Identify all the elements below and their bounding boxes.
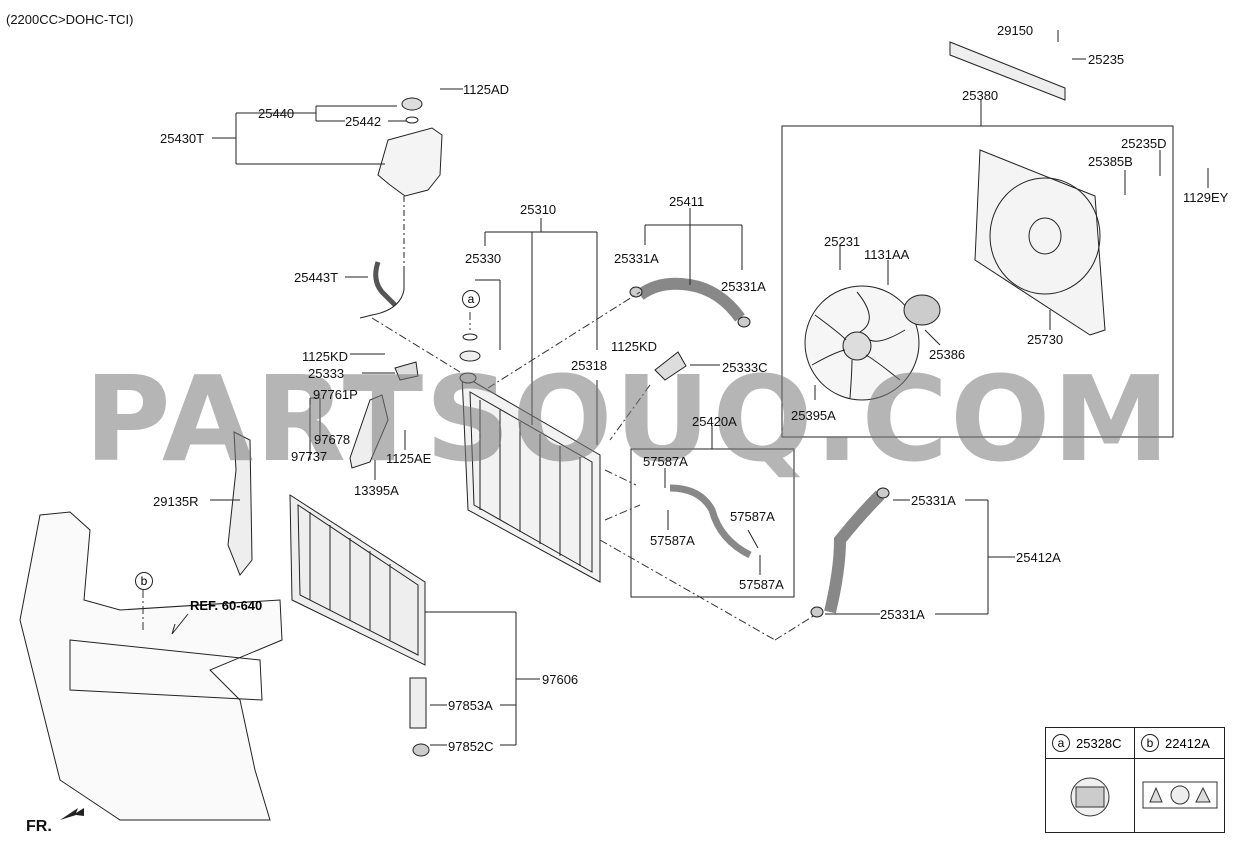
reference-label[interactable]: REF. 60-640 <box>190 598 263 613</box>
part-label-25443T[interactable]: 25443T <box>294 270 339 285</box>
part-label-97606[interactable]: 97606 <box>542 672 579 687</box>
legend-cell-a: a 25328C <box>1046 728 1135 759</box>
receiver-drier <box>409 677 427 729</box>
part-label-29135R[interactable]: 29135R <box>153 494 199 509</box>
part-label-25331A-upper-right[interactable]: 25331A <box>721 279 766 294</box>
legend-artwork <box>1070 777 1218 817</box>
callout-a[interactable]: a <box>462 290 480 308</box>
part-label-25235[interactable]: 25235 <box>1088 52 1125 67</box>
side-air-guard <box>227 431 253 576</box>
part-label-57587A-top[interactable]: 57587A <box>643 454 688 469</box>
part-label-97737[interactable]: 97737 <box>291 449 328 464</box>
part-label-25395A[interactable]: 25395A <box>791 408 836 423</box>
front-arrow-icon <box>60 808 84 820</box>
part-label-25430T[interactable]: 25430T <box>160 131 205 146</box>
legend-table: a 25328C b 22412A <box>1045 727 1225 833</box>
part-label-25333[interactable]: 25333 <box>308 366 345 381</box>
part-label-25310[interactable]: 25310 <box>520 202 557 217</box>
part-label-97678[interactable]: 97678 <box>314 432 351 447</box>
legend-a-letter: a <box>1052 734 1070 752</box>
part-label-1125AD[interactable]: 1125AD <box>463 82 510 97</box>
part-label-25730[interactable]: 25730 <box>1027 332 1064 347</box>
part-label-1129EY[interactable]: 1129EY <box>1183 190 1229 205</box>
reservoir-tank-drawing <box>377 97 443 270</box>
part-label-1125KD-left[interactable]: 1125KD <box>302 349 349 364</box>
overflow-hose <box>373 261 397 307</box>
fan-shroud-drawing <box>974 149 1106 336</box>
legend-b-code[interactable]: 22412A <box>1165 736 1210 751</box>
part-label-57587A-bottom[interactable]: 57587A <box>739 577 784 592</box>
front-indicator: FR. <box>26 818 52 835</box>
part-label-25331A-lower-bottom[interactable]: 25331A <box>880 607 925 622</box>
part-label-25386[interactable]: 25386 <box>929 347 966 362</box>
part-label-1125KD-right[interactable]: 1125KD <box>611 339 658 354</box>
part-label-25331A-lower-top[interactable]: 25331A <box>911 493 956 508</box>
part-label-25231[interactable]: 25231 <box>824 234 861 249</box>
cooling-fan-drawing <box>804 285 920 401</box>
part-label-1125AE[interactable]: 1125AE <box>386 451 432 466</box>
part-label-25411[interactable]: 25411 <box>669 194 705 209</box>
legend-divider <box>1134 758 1135 832</box>
condenser-drawing <box>289 494 426 666</box>
mount-bracket-25333C <box>654 351 687 381</box>
transmission-hose <box>669 484 752 559</box>
part-label-57587A-left[interactable]: 57587A <box>650 533 695 548</box>
legend-cell-b: b 22412A <box>1135 728 1224 759</box>
fan-motor-drawing <box>903 294 941 326</box>
part-label-97761P[interactable]: 97761P <box>313 387 358 402</box>
part-label-25235D[interactable]: 25235D <box>1121 136 1167 151</box>
part-label-97853A[interactable]: 97853A <box>448 698 493 713</box>
part-label-13395A[interactable]: 13395A <box>354 483 399 498</box>
part-label-1131AA[interactable]: 1131AA <box>864 247 910 262</box>
callout-b[interactable]: b <box>135 572 153 590</box>
legend-a-code[interactable]: 25328C <box>1076 736 1122 751</box>
condenser-bracket <box>349 394 389 469</box>
air-guard-strip <box>949 41 1066 101</box>
part-label-25333C[interactable]: 25333C <box>722 360 768 375</box>
lower-hose <box>824 490 885 614</box>
part-label-25412A[interactable]: 25412A <box>1016 550 1061 565</box>
fan-assembly-frame <box>781 125 1174 438</box>
part-label-97852C[interactable]: 97852C <box>448 739 494 754</box>
front-carrier-outline <box>19 511 283 821</box>
part-label-25385B[interactable]: 25385B <box>1088 154 1133 169</box>
part-label-25442[interactable]: 25442 <box>345 114 382 129</box>
part-label-25420A[interactable]: 25420A <box>692 414 737 429</box>
part-label-25318[interactable]: 25318 <box>571 358 608 373</box>
part-label-25330[interactable]: 25330 <box>465 251 502 266</box>
legend-b-letter: b <box>1141 734 1159 752</box>
part-label-25331A-upper-left[interactable]: 25331A <box>614 251 659 266</box>
part-label-25380[interactable]: 25380 <box>962 88 999 103</box>
radiator-drawing <box>459 372 601 583</box>
engine-variant-title: (2200CC>DOHC-TCI) <box>6 12 134 27</box>
part-label-25440[interactable]: 25440 <box>258 106 295 121</box>
part-label-57587A-right[interactable]: 57587A <box>730 509 775 524</box>
part-label-29150[interactable]: 29150 <box>997 23 1034 38</box>
mount-bracket-25333 <box>394 361 419 381</box>
